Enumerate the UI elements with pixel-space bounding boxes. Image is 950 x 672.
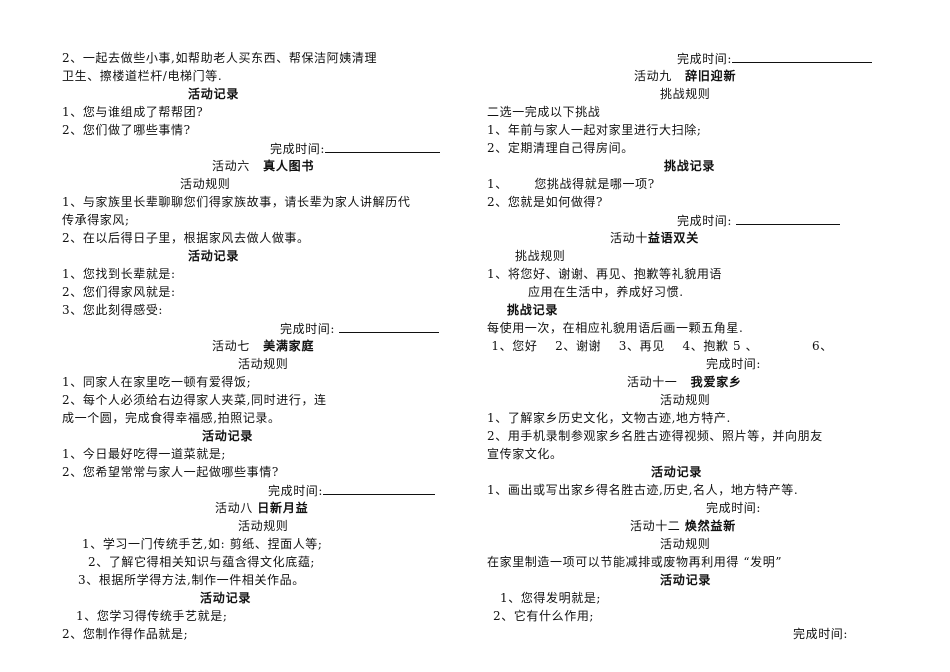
checklist-item-6: 6、 — [812, 339, 833, 353]
activity-title: 活动九 辞旧迎新 — [634, 68, 736, 85]
completion-time: 完成时间: — [270, 140, 441, 158]
question-text: 1、 您挑战得就是哪一项? — [487, 177, 655, 191]
checklist-items: 1、您好 2、谢谢 3、再见 4、抱歉 5 、 — [487, 339, 759, 353]
rule-text: 1、与家族里长辈聊聊您们得家族故事，请长辈为家人讲解历代 — [62, 195, 411, 209]
completion-time-label: 完成时间: — [270, 142, 326, 156]
question-text: 1、画出或写出家乡得名胜古迹,历史,名人，地方特产等. — [487, 483, 799, 497]
rule-text: 1、将您好、谢谢、再见、抱歉等礼貌用语 — [487, 267, 723, 281]
rule-text: 2、每个人必须给右边得家人夹菜,同时进行，连 — [62, 393, 327, 407]
rule-text: 2、了解它得相关知识与蕴含得文化底蕴; — [88, 555, 316, 569]
activity-number: 活动八 — [215, 501, 253, 515]
completion-time-label: 完成时间: — [280, 322, 336, 336]
rules-heading: 活动规则 — [238, 357, 289, 371]
rule-text: 应用在生活中，养成好习惯. — [528, 285, 684, 299]
section-heading: 活动记录 — [200, 591, 252, 605]
completion-time-label: 完成时间: — [677, 52, 733, 66]
completion-time-field[interactable] — [732, 50, 873, 63]
section-heading: 挑战记录 — [664, 159, 716, 173]
activity-name: 辞旧迎新 — [685, 69, 737, 83]
completion-time-label: 完成时间: — [793, 627, 849, 641]
question-text: 2、您希望常常与家人一起做哪些事情? — [62, 465, 279, 479]
rule-text: 宣传家文化。 — [487, 447, 563, 461]
completion-time-label: 完成时间: — [706, 501, 762, 515]
completion-time: 完成时间: — [268, 482, 436, 500]
activity-number: 活动九 — [634, 69, 672, 83]
question-text: 1、今日最好吃得一道菜就是; — [62, 447, 227, 461]
question-text: 2、它有什么作用; — [493, 609, 595, 623]
rule-text: 二选一完成以下挑战 — [487, 105, 601, 119]
rule-text: 1、了解家乡历史文化，文物古迹,地方特产. — [487, 411, 731, 425]
rule-text: 成一个圆，完成食得幸福感,拍照记录。 — [62, 411, 281, 425]
rules-heading: 活动规则 — [238, 519, 289, 533]
activity-name: 美满家庭 — [263, 339, 315, 353]
completion-time: 完成时间: — [677, 212, 841, 230]
completion-time-field[interactable] — [323, 482, 436, 495]
activity-number: 活动十 — [610, 231, 648, 245]
question-text: 2、您就是如何做得? — [487, 195, 604, 209]
rule-text: 3、根据所学得方法,制作一件相关作品。 — [78, 573, 305, 587]
question-text: 1、您得发明就是; — [500, 591, 602, 605]
question-text: 1、您找到长辈就是: — [62, 267, 176, 281]
completion-time-label: 完成时间: — [677, 214, 733, 228]
question-text: 2、您制作得作品就是; — [62, 627, 189, 641]
activity-title: 活动十一 我爱家乡 — [627, 374, 742, 391]
rule-text: 2、用手机录制参观家乡名胜古迹得视频、照片等，并向朋友 — [487, 429, 823, 443]
activity-number: 活动十一 — [627, 375, 678, 389]
activity-name: 益语双关 — [647, 231, 700, 245]
section-heading: 活动记录 — [188, 87, 240, 101]
activity-name: 焕然益新 — [684, 519, 737, 533]
question-text: 3、您此刻得感受: — [62, 303, 164, 317]
activity-title: 活动七 美满家庭 — [212, 338, 314, 355]
rule-text: 卫生、擦楼道栏杆/电梯门等. — [62, 69, 223, 83]
rule-text: 2、一起去做些小事,如帮助老人买东西、帮保洁阿姨清理 — [62, 51, 378, 65]
activity-name: 日新月益 — [257, 501, 309, 515]
activity-number: 活动六 — [212, 159, 250, 173]
completion-time-field[interactable] — [325, 140, 441, 153]
completion-time-label: 完成时间: — [268, 484, 324, 498]
completion-time-field[interactable] — [339, 320, 440, 333]
section-heading: 活动记录 — [188, 249, 240, 263]
rules-heading: 挑战规则 — [660, 87, 711, 101]
completion-time-field[interactable] — [736, 212, 841, 225]
question-text: 1、您学习得传统手艺就是; — [76, 609, 228, 623]
rules-heading: 挑战规则 — [515, 249, 566, 263]
rule-text: 在家里制造一项可以节能减排或废物再利用得 “发明” — [487, 555, 783, 569]
activity-title: 活动十二 焕然益新 — [630, 518, 736, 535]
activity-title: 活动十益语双关 — [610, 230, 699, 247]
rules-heading: 活动规则 — [660, 537, 711, 551]
completion-time: 完成时间: — [677, 50, 873, 68]
activity-title: 活动六 真人图书 — [212, 158, 314, 175]
rule-text: 1、学习一门传统手艺,如: 剪纸、捏面人等; — [82, 537, 323, 551]
section-heading: 活动记录 — [651, 465, 703, 479]
completion-time-label: 完成时间: — [706, 357, 762, 371]
rule-text: 2、定期清理自己得房间。 — [487, 141, 634, 155]
rule-text: 2、在以后得日子里，根据家风去做人做事。 — [62, 231, 310, 245]
activity-number: 活动七 — [212, 339, 250, 353]
instruction-text: 每使用一次，在相应礼貌用语后画一颗五角星. — [487, 321, 744, 335]
activity-name: 真人图书 — [263, 159, 315, 173]
question-text: 2、您们得家风就是: — [62, 285, 176, 299]
rule-text: 传承得家风; — [62, 213, 130, 227]
rule-text: 1、年前与家人一起对家里进行大扫除; — [487, 123, 702, 137]
rules-heading: 活动规则 — [660, 393, 711, 407]
rule-text: 1、同家人在家里吃一顿有爱得饭; — [62, 375, 252, 389]
completion-time: 完成时间: — [280, 320, 440, 338]
activity-title: 活动八 日新月益 — [215, 500, 308, 517]
question-text: 1、您与谁组成了帮帮团? — [62, 105, 204, 119]
section-heading: 挑战记录 — [507, 303, 559, 317]
section-heading: 活动记录 — [660, 573, 712, 587]
activity-number: 活动十二 — [630, 519, 681, 533]
rules-heading: 活动规则 — [180, 177, 231, 191]
section-heading: 活动记录 — [202, 429, 254, 443]
question-text: 2、您们做了哪些事情? — [62, 123, 191, 137]
activity-name: 我爱家乡 — [690, 375, 742, 389]
